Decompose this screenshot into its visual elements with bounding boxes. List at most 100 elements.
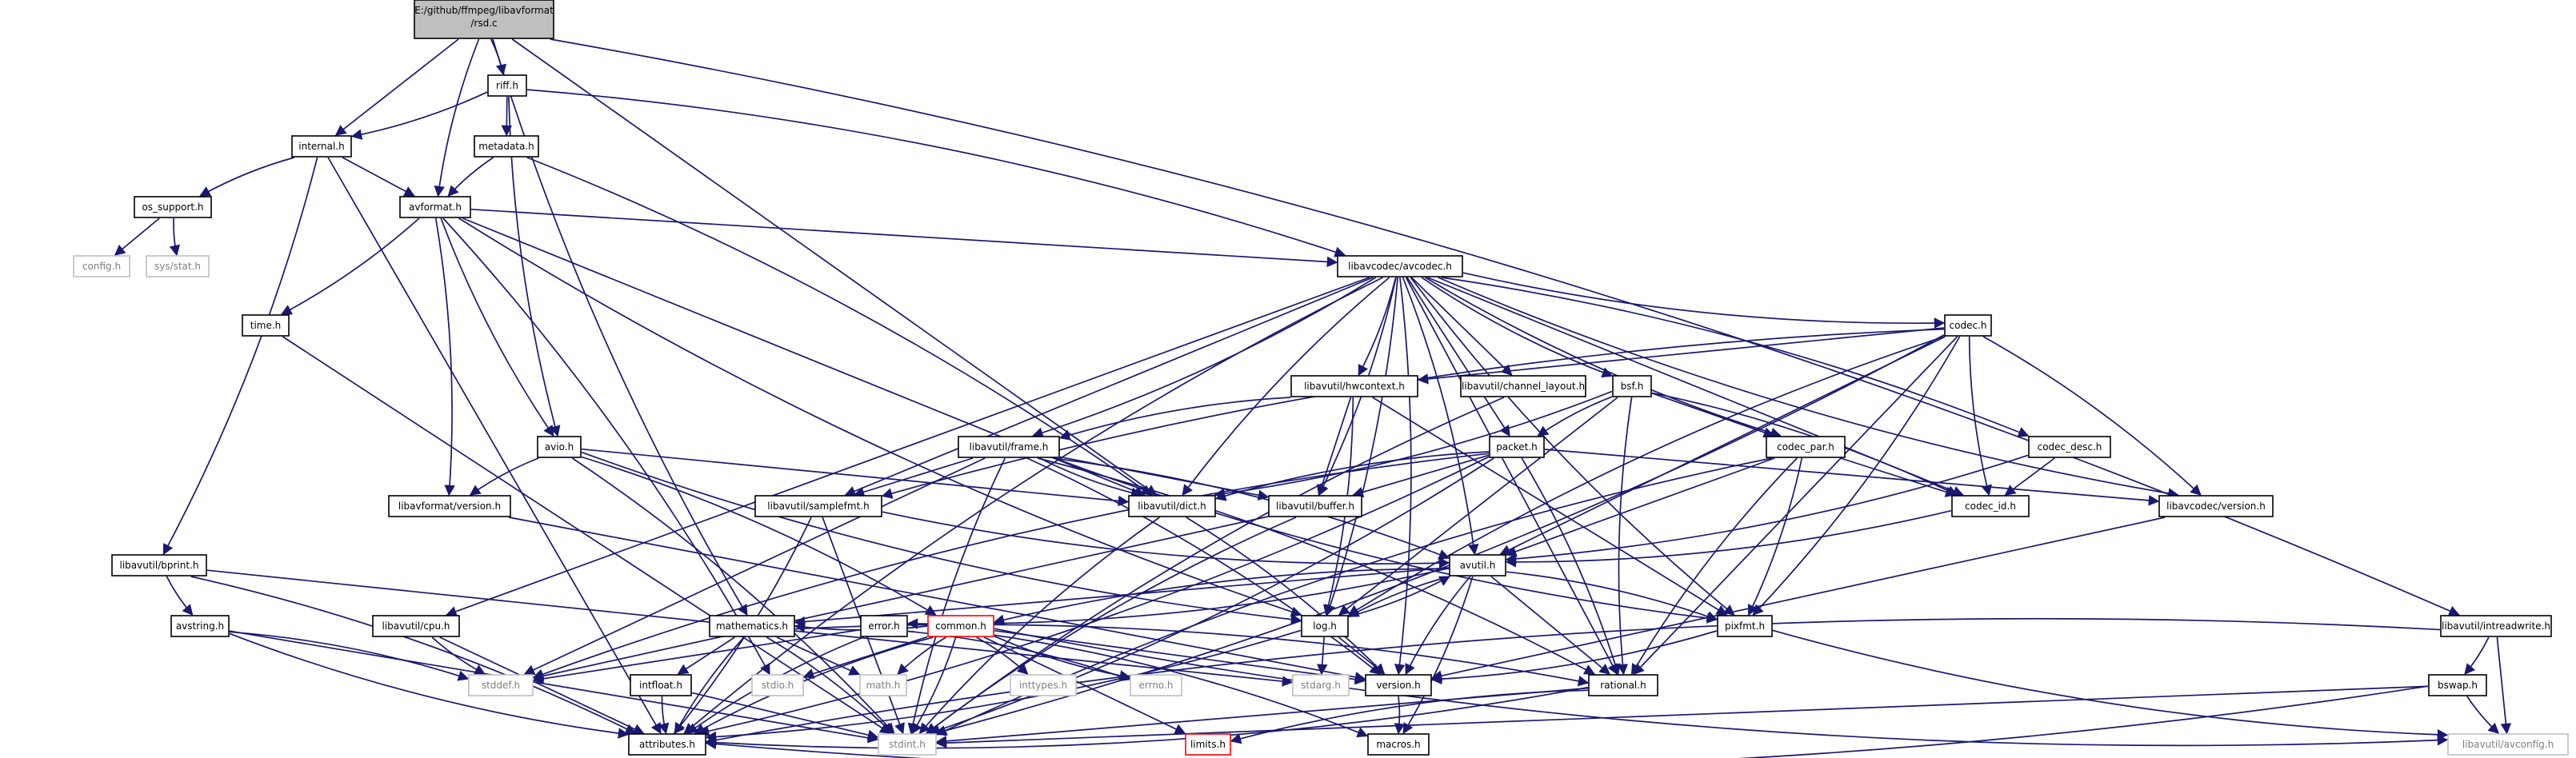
edge-avcodec-to-avutil	[1402, 277, 1479, 556]
edge-root-to-internal	[334, 38, 459, 136]
node-label: libavutil/hwcontext.h	[1304, 381, 1405, 392]
node-channel-layout[interactable]: libavutil/channel_layout.h	[1460, 375, 1586, 397]
edge-channel_layout-to-stdint	[926, 397, 1505, 734]
node-dict[interactable]: libavutil/dict.h	[1128, 495, 1216, 517]
node-label-line: E:/github/ffmpeg/libavformat	[414, 5, 554, 16]
node-label: libavutil/samplefmt.h	[767, 501, 869, 512]
edge-version-to-macros	[1394, 696, 1406, 735]
node-avio[interactable]: avio.h	[537, 436, 582, 458]
node-time[interactable]: time.h	[242, 314, 290, 337]
edge-root-to-avformat	[434, 38, 480, 197]
node-attributes[interactable]: attributes.h	[628, 733, 706, 756]
node-label: avformat.h	[409, 201, 462, 213]
edge-codec-to-codec_id	[1968, 336, 1992, 497]
edge-packet-to-stddef	[532, 453, 1490, 680]
node-error[interactable]: error.h	[860, 615, 908, 637]
node-samplefmt[interactable]: libavutil/samplefmt.h	[754, 495, 882, 517]
edge-riff-to-metadata	[501, 96, 513, 137]
node-label: codec_id.h	[1965, 501, 2016, 512]
node-mathematics[interactable]: mathematics.h	[709, 615, 795, 637]
edge-hwcontext-to-buffer	[1316, 397, 1352, 497]
node-label: common.h	[935, 620, 986, 632]
node-codec-par[interactable]: codec_par.h	[1766, 436, 1846, 458]
edge-avutil-to-log	[1347, 576, 1450, 617]
node-internal[interactable]: internal.h	[291, 135, 352, 158]
edge-pixfmt-to-avconfig	[1772, 629, 2449, 740]
edge-avformat_version-to-version	[508, 517, 1366, 683]
node-label: config.h	[82, 261, 121, 272]
node-label: inttypes.h	[1019, 680, 1067, 691]
node-avformat-version[interactable]: libavformat/version.h	[388, 495, 511, 517]
node-inttypes: inttypes.h	[1010, 674, 1077, 696]
node-intfloat[interactable]: intfloat.h	[630, 674, 692, 696]
node-codec-desc[interactable]: codec_desc.h	[2028, 436, 2111, 458]
node-label: libavutil/avconfig.h	[2462, 739, 2554, 750]
node-pixfmt[interactable]: pixfmt.h	[1717, 615, 1773, 637]
edge-metadata-to-avformat	[447, 157, 494, 197]
edge-log-to-stdarg	[1316, 636, 1328, 676]
edge-frame-to-stddef	[523, 457, 986, 675]
node-hwcontext[interactable]: libavutil/hwcontext.h	[1290, 375, 1418, 397]
node-avconfig: libavutil/avconfig.h	[2447, 733, 2569, 756]
node-bsf[interactable]: bsf.h	[1612, 375, 1652, 397]
node-root[interactable]: E:/github/ffmpeg/libavformat/rsd.c	[414, 0, 554, 39]
node-bswap[interactable]: bswap.h	[2428, 674, 2487, 696]
node-codec-id[interactable]: codec_id.h	[1951, 495, 2030, 517]
node-buffer[interactable]: libavutil/buffer.h	[1268, 495, 1362, 517]
edge-avio-to-common	[581, 456, 937, 616]
node-box	[1292, 674, 1350, 696]
node-label: libavcodec/avcodec.h	[1348, 261, 1452, 272]
edge-intreadwrite-to-bswap	[2464, 636, 2490, 676]
edge-bswap-to-attributes	[705, 685, 2429, 758]
node-bprint[interactable]: libavutil/bprint.h	[111, 554, 207, 576]
edge-samplefmt-to-avutil	[882, 511, 1450, 568]
node-label: avstring.h	[176, 620, 224, 632]
node-avstring[interactable]: avstring.h	[170, 615, 230, 637]
node-avutil[interactable]: avutil.h	[1449, 554, 1506, 576]
node-macros[interactable]: macros.h	[1367, 733, 1430, 756]
edge-intfloat-to-stdint	[691, 692, 879, 740]
edge-avcodec-to-dict	[1182, 277, 1390, 497]
edge-pixfmt-to-version	[1430, 630, 1718, 684]
edge-common-to-inttypes	[976, 636, 1029, 675]
node-cpu[interactable]: libavutil/cpu.h	[372, 615, 460, 637]
node-label: libavutil/dict.h	[1138, 501, 1206, 512]
node-log[interactable]: log.h	[1301, 615, 1349, 637]
edge-avutil-to-pixfmt	[1506, 571, 1718, 622]
edge-bsf-to-packet	[1537, 396, 1613, 437]
node-label: errno.h	[1139, 680, 1174, 691]
node-metadata[interactable]: metadata.h	[474, 135, 539, 158]
node-avformat[interactable]: avformat.h	[399, 196, 471, 218]
edge-mathematics-to-rational	[794, 624, 1590, 687]
node-packet[interactable]: packet.h	[1489, 436, 1545, 458]
edge-hwcontext-to-pixfmt	[1372, 397, 1728, 616]
node-intreadwrite[interactable]: libavutil/intreadwrite.h	[2440, 615, 2552, 637]
edge-avformat-to-avio	[440, 217, 554, 437]
node-avcodec-version[interactable]: libavcodec/version.h	[2158, 495, 2274, 517]
node-box	[170, 615, 230, 637]
node-rational[interactable]: rational.h	[1588, 674, 1658, 696]
node-avcodec[interactable]: libavcodec/avcodec.h	[1337, 255, 1463, 277]
edge-mathematics-to-intfloat	[677, 636, 735, 675]
node-frame[interactable]: libavutil/frame.h	[958, 436, 1060, 458]
edge-rational-to-attributes	[705, 686, 1589, 749]
edge-avio-to-avformat_version	[469, 457, 539, 496]
node-label: intfloat.h	[639, 680, 682, 691]
edge-avcodec-to-codec	[1462, 272, 1946, 329]
node-version[interactable]: version.h	[1365, 674, 1432, 696]
edge-codec_id-to-avutil	[1505, 509, 1952, 568]
node-codec[interactable]: codec.h	[1944, 314, 1992, 337]
node-box	[751, 674, 804, 696]
node-os-support[interactable]: os_support.h	[134, 196, 212, 218]
edge-codec_desc-to-codec_id	[2004, 457, 2055, 496]
edge-avcodec_version-to-version	[1430, 517, 2166, 681]
node-riff[interactable]: riff.h	[487, 74, 527, 97]
edge-codec_par-to-pixfmt	[1747, 457, 1803, 616]
node-box	[1130, 674, 1182, 696]
edge-cpu-to-stddef	[431, 636, 486, 675]
node-box	[630, 674, 692, 696]
edge-frame-to-buffer	[1059, 456, 1270, 501]
node-box	[134, 196, 212, 218]
edge-codec_par-to-codec_id	[1840, 457, 1957, 497]
edge-bsf-to-codec_id	[1651, 392, 1958, 496]
